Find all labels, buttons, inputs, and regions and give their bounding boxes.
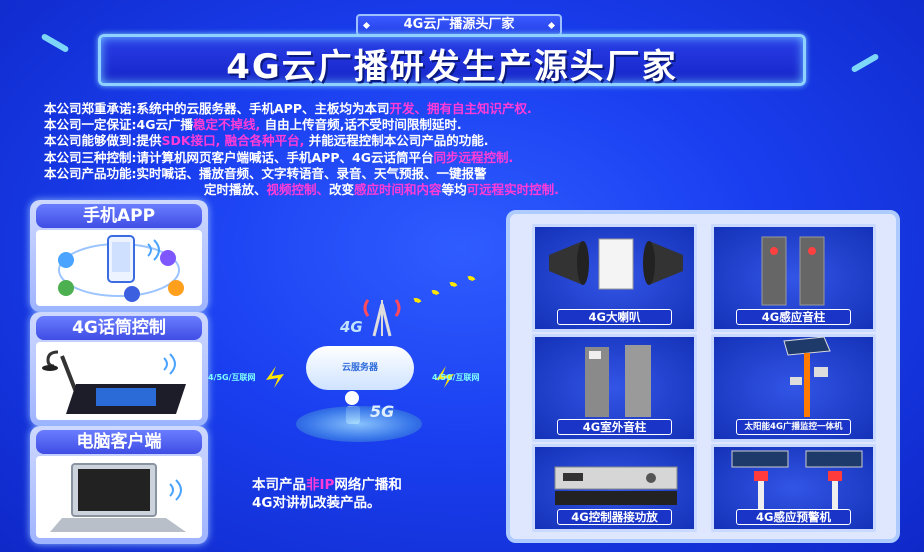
intro-highlight: 感应时间和内容 (354, 182, 442, 198)
app-card: 手机APP (30, 200, 208, 312)
fiveg-label: 5G (370, 402, 395, 421)
note-highlight: 非IP (306, 477, 335, 493)
intro-line: 本公司一定保证:4G云广播稳定不掉线, 自由上传音频,话不受时间限制延时. (44, 117, 904, 133)
intro-line: 本公司郑重承诺:系统中的云服务器、手机APP、主板均为本司开发、拥有自主知识产权… (44, 101, 904, 117)
intro-text-span: 自由上传音频,话不受时间限制延时. (264, 117, 462, 133)
intro-text-span: 本公司郑重承诺:系统中的云服务器、手机APP、主板均为本司 (44, 101, 390, 116)
light-streak (850, 52, 880, 74)
app-card-title: 手机APP (36, 204, 202, 228)
note-line: 4G对讲机改装产品。 (252, 494, 402, 512)
product-label: 4G大喇叭 (557, 309, 672, 325)
intro-text-span: 本公司一定保证:4G云广播 (44, 117, 193, 133)
subtitle-text: 4G云广播源头厂家 (403, 17, 515, 32)
solar-monitor-icon (783, 337, 831, 417)
intro-line: 定时播放、视频控制、改变感应时间和内容等均可远程实时控制. (44, 182, 904, 198)
page-title: 4G云广播研发生产源头厂家 (226, 47, 678, 87)
platform-base (296, 406, 422, 442)
product-card: 4G室外音柱 (532, 334, 697, 442)
intro-text: 本公司郑重承诺:系统中的云服务器、手机APP、主板均为本司开发、拥有自主知识产权… (44, 101, 904, 198)
network-label-left: 4/5G/互联网 (208, 373, 256, 382)
product-card: 4G控制器接功放 (532, 444, 697, 532)
cloud-server-icon: 云服务器 (306, 346, 414, 390)
tower-label: 4G (340, 318, 363, 336)
product-note: 本司产品非IP网络广播和 4G对讲机改装产品。 (252, 476, 402, 512)
amplifier-icon (554, 466, 678, 505)
pc-illustration (36, 456, 202, 538)
product-card: 4G感应音柱 (711, 224, 876, 332)
note-text: 本司产品 (252, 477, 306, 493)
intro-line: 本公司能够做到:提供SDK接口, 融合各种平台, 并能远程控制本公司产品的功能. (44, 133, 904, 149)
intro-highlight: SDK接口, 融合各种平台, (161, 133, 305, 149)
intro-line: 本公司产品功能:实时喊话、播放音频、文字转语音、录音、天气预报、一键报警 (44, 166, 904, 182)
product-card: 太阳能4G广播监控一体机 (711, 334, 876, 442)
product-card: 4G感应预警机 (711, 444, 876, 532)
mic-card: 4G话筒控制 (30, 312, 208, 426)
horn-speaker-icon (549, 238, 683, 290)
note-text: 网络广播和 (334, 477, 402, 493)
intro-highlight: 开发、拥有自主知识产权. (389, 101, 532, 116)
intro-text-span: 本公司能够做到:提供 (44, 133, 162, 149)
title-banner: 4G云广播研发生产源头厂家 (98, 34, 806, 87)
intro-text-span: 本公司三种控制:请计算机网页客户端喊话、手机APP、4G云话筒平台 (44, 149, 434, 165)
intro-text-span: 改变 (329, 182, 355, 198)
mic-illustration (36, 342, 202, 420)
intro-text-span: 定时播放、 (204, 182, 267, 198)
intro-text-span: 并能远程控制本公司产品的功能. (308, 133, 489, 149)
intro-text-span: 等均 (441, 182, 467, 198)
intro-highlight: 可远程实时控制. (466, 182, 559, 198)
intro-highlight: 视频控制、 (266, 182, 330, 198)
subtitle-badge: 4G云广播源头厂家 (356, 14, 562, 36)
outdoor-column-icon (585, 345, 651, 417)
product-label: 4G感应音柱 (736, 309, 851, 325)
product-label: 4G室外音柱 (557, 419, 672, 435)
laptop-icon (50, 463, 186, 532)
cloud-label: 云服务器 (341, 363, 378, 373)
intro-text-span: 本公司产品功能:实时喊话、播放音频、文字转语音、录音、天气预报、一键报警 (44, 165, 487, 181)
intro-highlight: 同步远程控制. (433, 149, 514, 165)
intro-line: 本公司三种控制:请计算机网页客户端喊话、手机APP、4G云话筒平台同步远程控制. (44, 150, 904, 166)
product-label: 4G感应预警机 (736, 509, 851, 525)
microphone-console-icon (42, 350, 186, 414)
product-label: 4G控制器接功放 (557, 509, 672, 525)
intro-highlight: 稳定不掉线, (192, 117, 261, 133)
note-line: 本司产品非IP网络广播和 (252, 476, 402, 494)
light-streak (40, 32, 70, 54)
product-card: 4G大喇叭 (532, 224, 697, 332)
phone-app-icon (58, 235, 184, 302)
network-label-right: 4/5G/互联网 (432, 373, 480, 382)
sensor-column-icon (761, 236, 825, 306)
product-panel: 4G大喇叭 4G感应音柱 4G室外音柱 太阳能4G广播监控一体机 (506, 210, 900, 543)
note-text: 4G对讲机改装产品。 (252, 495, 381, 511)
mic-card-title: 4G话筒控制 (36, 316, 202, 340)
product-label: 太阳能4G广播监控一体机 (736, 419, 851, 435)
app-illustration (36, 230, 202, 306)
warning-device-icon (731, 450, 863, 515)
pc-card: 电脑客户端 (30, 426, 208, 544)
pc-card-title: 电脑客户端 (36, 430, 202, 454)
